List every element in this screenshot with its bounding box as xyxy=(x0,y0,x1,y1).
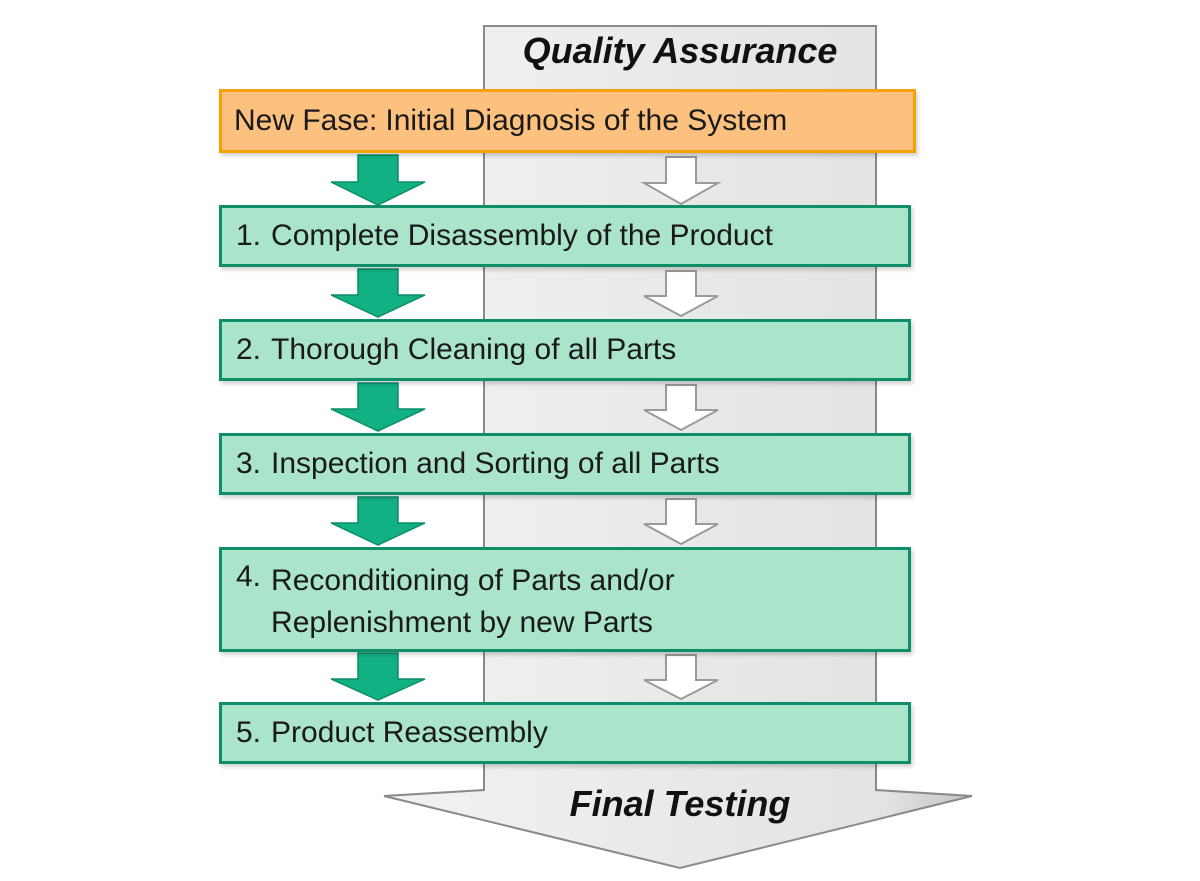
down-arrow-green-3 xyxy=(330,382,426,432)
down-arrow-outline-5 xyxy=(643,654,719,701)
step-number: 2. xyxy=(236,333,262,366)
step-box-5: 5. Product Reassembly xyxy=(219,702,911,764)
step-text-line-1: Reconditioning of Parts and/or xyxy=(271,564,675,597)
down-arrow-outline-3 xyxy=(643,384,719,432)
step-box-1: 1. Complete Disassembly of the Product xyxy=(219,205,911,267)
step-text: Inspection and Sorting of all Parts xyxy=(271,447,720,480)
step-box-2: 2. Thorough Cleaning of all Parts xyxy=(219,319,911,381)
step-text: Complete Disassembly of the Product xyxy=(271,219,773,252)
quality-assurance-title: Quality Assurance xyxy=(522,30,838,71)
step-text: Thorough Cleaning of all Parts xyxy=(271,333,677,366)
step-number: 4. xyxy=(236,560,262,593)
down-arrow-green-5 xyxy=(330,652,426,701)
down-arrow-green-2 xyxy=(330,268,426,318)
final-testing-title: Final Testing xyxy=(569,783,791,824)
phase-label: New Fase: xyxy=(234,104,378,137)
down-arrow-outline-4 xyxy=(643,498,719,546)
step-number: 3. xyxy=(236,447,262,480)
phase-box: New Fase: Initial Diagnosis of the Syste… xyxy=(219,89,916,153)
step-box-4: 4. Reconditioning of Parts and/or Replen… xyxy=(219,547,911,652)
step-box-3: 3. Inspection and Sorting of all Parts xyxy=(219,433,911,495)
step-number: 1. xyxy=(236,219,262,252)
step-text: Product Reassembly xyxy=(271,716,548,749)
down-arrow-outline-1 xyxy=(640,156,722,206)
down-arrow-green-1 xyxy=(330,154,426,206)
flow-arrows-green xyxy=(330,154,426,701)
step-text: Reconditioning of Parts and/or Replenish… xyxy=(271,560,675,644)
step-number: 5. xyxy=(236,716,262,749)
down-arrow-outline-2 xyxy=(643,270,719,318)
down-arrow-green-4 xyxy=(330,496,426,546)
flow-arrows-outline xyxy=(640,156,722,701)
phase-text: Initial Diagnosis of the System xyxy=(385,104,788,137)
step-text-line-2: Replenishment by new Parts xyxy=(271,606,653,639)
